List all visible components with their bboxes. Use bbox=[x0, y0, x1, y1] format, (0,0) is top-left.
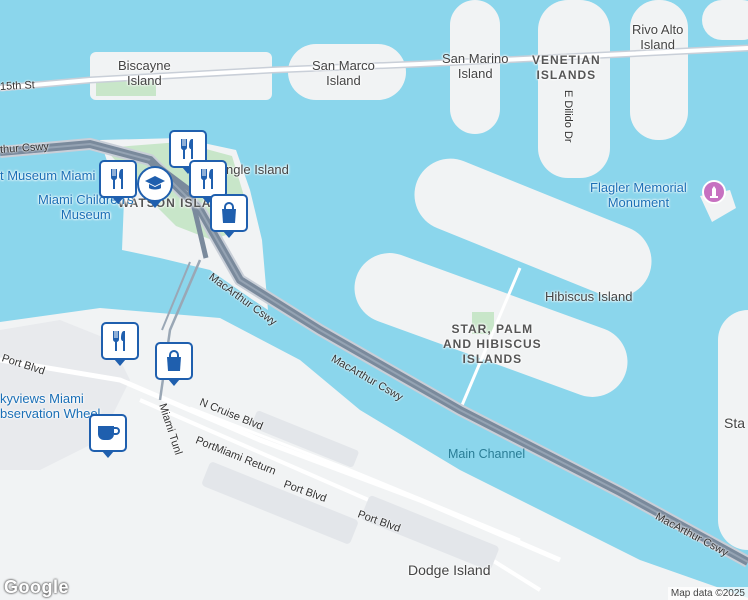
hibiscus-island-land bbox=[414, 158, 652, 298]
port-blvd-road[interactable] bbox=[0, 357, 561, 563]
dodge-island-label: Dodge Island bbox=[408, 562, 491, 578]
san-marino-island-land bbox=[450, 0, 500, 134]
venetian-island-land bbox=[538, 0, 610, 178]
cafe-icon bbox=[98, 426, 120, 440]
hibiscus-island-label: Hibiscus Island bbox=[545, 289, 633, 304]
fisher-island-land bbox=[718, 310, 748, 550]
terminal-block-2 bbox=[361, 495, 499, 571]
art-museum-label[interactable]: t Museum Miami bbox=[0, 168, 96, 183]
restaurant-icon bbox=[112, 331, 125, 351]
biscayne-park bbox=[96, 80, 156, 96]
restaurant-icon bbox=[180, 139, 193, 159]
restaurant-marker-2[interactable] bbox=[99, 160, 137, 204]
monument-icon bbox=[710, 186, 718, 198]
dodge-island-land bbox=[0, 308, 748, 600]
shopping-marker-2[interactable] bbox=[155, 342, 193, 386]
google-logo: Google bbox=[4, 577, 69, 597]
palm-island-park bbox=[472, 312, 494, 334]
n-cruise-road[interactable] bbox=[189, 406, 521, 542]
flagler-monument-marker[interactable] bbox=[702, 180, 726, 204]
restaurant-marker-3[interactable] bbox=[189, 160, 227, 204]
jungle-island-label: ngle Island bbox=[226, 162, 289, 177]
main-channel-label: Main Channel bbox=[448, 447, 526, 461]
school-icon bbox=[145, 176, 165, 190]
cafe-marker[interactable] bbox=[89, 414, 127, 458]
restaurant-marker-4[interactable] bbox=[101, 322, 139, 366]
miami-tunnel-2 bbox=[161, 261, 191, 331]
school-marker[interactable] bbox=[137, 166, 173, 208]
shopping-marker-1[interactable] bbox=[210, 194, 248, 238]
rivo-alto-island-land bbox=[630, 0, 688, 140]
shopping-icon bbox=[167, 350, 181, 371]
restaurant-icon bbox=[200, 169, 213, 189]
restaurant-icon bbox=[110, 169, 123, 189]
venetian-causeway[interactable] bbox=[0, 46, 748, 90]
san-marco-island-land bbox=[288, 44, 406, 100]
e-dilido-label: E Dilido Dr bbox=[562, 90, 574, 143]
terminal-block-1 bbox=[202, 462, 358, 544]
macarthur-center-line bbox=[0, 142, 748, 563]
palm-island-bridge bbox=[458, 267, 522, 411]
fifteenth-st-label: 15th St bbox=[0, 79, 36, 93]
belle-isle-land bbox=[702, 0, 748, 40]
star-island-partial-label: Sta bbox=[724, 415, 746, 431]
shopping-icon bbox=[222, 202, 236, 223]
map-attribution[interactable]: Map data ©2025 bbox=[667, 587, 748, 600]
terminal-block-3 bbox=[251, 410, 359, 468]
